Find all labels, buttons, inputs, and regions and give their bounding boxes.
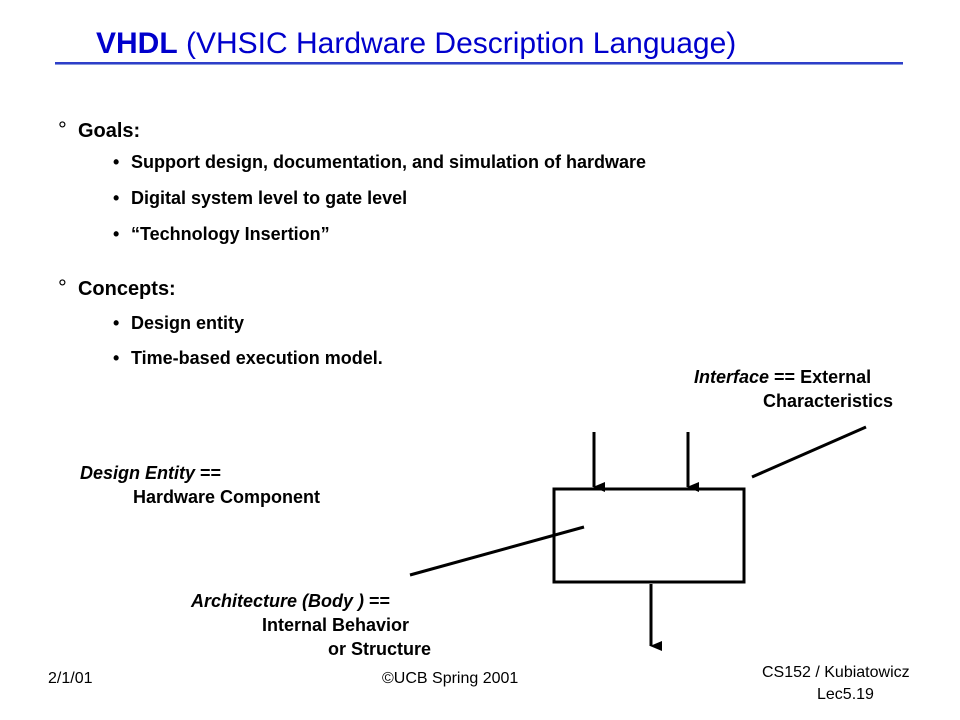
list-item-text: Time-based execution model. <box>131 348 383 368</box>
footer-copyright: ©UCB Spring 2001 <box>382 670 519 687</box>
title-underline <box>55 62 903 65</box>
slide-title: VHDL (VHSIC Hardware Description Languag… <box>96 24 736 64</box>
sub-bullet-marker: • <box>113 224 120 244</box>
section-heading-text: Concepts: <box>77 278 176 300</box>
bullet-marker: ° <box>58 275 67 300</box>
list-item-text: Digital system level to gate level <box>131 188 408 208</box>
list-item: • Time-based execution model. <box>113 348 383 369</box>
title-expansion: (VHSIC Hardware Description Language) <box>177 27 737 60</box>
architecture-label-line2: Internal Behavior <box>262 615 410 635</box>
sub-bullet-marker: • <box>113 348 120 368</box>
interface-label-line2: Characteristics <box>763 391 894 411</box>
title-acronym: VHDL <box>96 27 178 60</box>
design-entity-label: Design Entity == <box>80 462 221 484</box>
architecture-label-line3: or Structure <box>328 639 432 659</box>
design-entity-label-line2: Hardware Component <box>133 487 321 507</box>
list-item: • Support design, documentation, and simu… <box>113 152 646 173</box>
section-heading-text: Goals: <box>77 120 141 142</box>
list-item: • Digital system level to gate level <box>113 188 407 209</box>
footer-course: CS152 / Kubiatowicz <box>762 664 910 681</box>
section-concepts-heading: ° Concepts: <box>58 275 176 301</box>
architecture-label-rest: == <box>364 591 391 611</box>
interface-pointer-line <box>751 425 867 479</box>
entity-box <box>552 487 746 584</box>
list-item-text: “Technology Insertion” <box>131 224 330 244</box>
sub-bullet-marker: • <box>113 152 120 172</box>
architecture-label: Architecture (Body ) == <box>191 590 390 612</box>
footer-lecture: Lec5.19 <box>817 686 874 703</box>
interface-label: Interface == External <box>694 366 871 388</box>
interface-label-italic: Interface <box>694 367 770 387</box>
list-item: • “Technology Insertion” <box>113 224 330 245</box>
bullet-marker: ° <box>58 117 67 142</box>
design-entity-label-italic: Design Entity <box>80 463 196 483</box>
list-item: • Design entity <box>113 313 244 334</box>
list-item-text: Support design, documentation, and simul… <box>131 152 647 172</box>
architecture-pointer-line <box>409 525 585 577</box>
footer-date: 2/1/01 <box>48 670 93 687</box>
section-goals-heading: ° Goals: <box>58 117 140 143</box>
sub-bullet-marker: • <box>113 188 120 208</box>
design-entity-label-rest: == <box>195 463 222 483</box>
architecture-label-italic: Architecture (Body ) <box>191 591 365 611</box>
list-item-text: Design entity <box>131 313 245 333</box>
interface-label-rest: == External <box>769 367 872 387</box>
sub-bullet-marker: • <box>113 313 120 333</box>
